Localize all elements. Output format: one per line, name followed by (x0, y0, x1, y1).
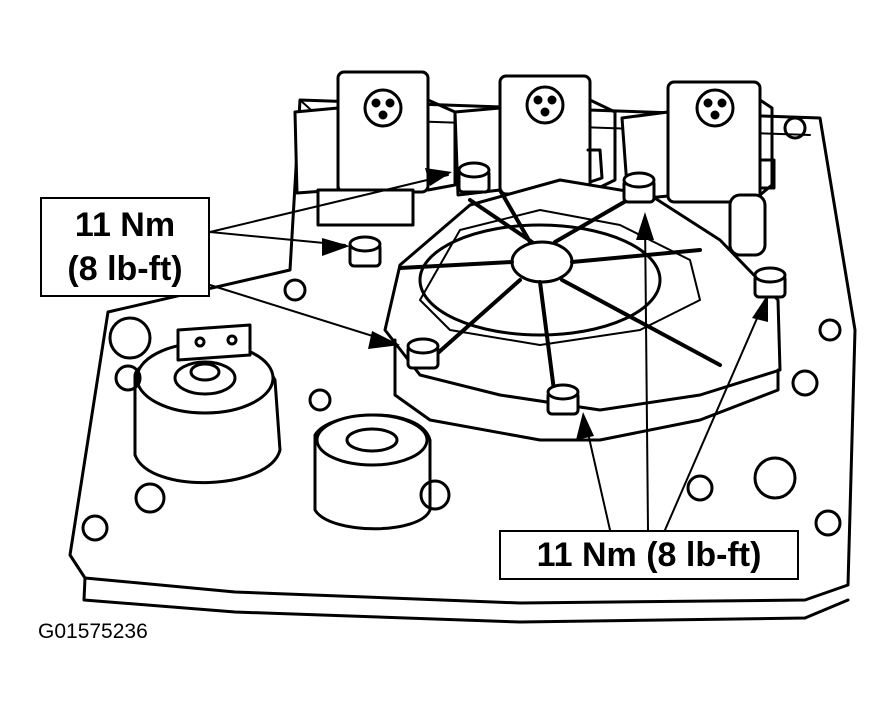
bolt-6 (753, 266, 787, 299)
torque-callout-left-line2: (8 lb-ft) (67, 250, 183, 288)
arrow-heads (322, 168, 768, 440)
callout-arrows (209, 174, 766, 531)
bolt-1 (457, 161, 491, 194)
torque-bolts (348, 161, 787, 416)
center-boss (313, 413, 432, 531)
torque-callout-left-line1: 11 Nm (74, 206, 176, 244)
bolt-2 (348, 235, 382, 268)
solenoid-left (293, 70, 457, 227)
figure-id: G01575236 (38, 620, 148, 643)
bolt-3 (406, 337, 440, 370)
torque-callout-right: 11 Nm (8 lb-ft) (499, 530, 799, 580)
plate-bolts (81, 116, 842, 542)
bolt-5 (622, 171, 656, 204)
left-boss (133, 323, 282, 485)
spider-cover (383, 178, 782, 442)
torque-callout-left: 11 Nm (8 lb-ft) (40, 197, 210, 297)
bolt-4 (546, 383, 580, 416)
